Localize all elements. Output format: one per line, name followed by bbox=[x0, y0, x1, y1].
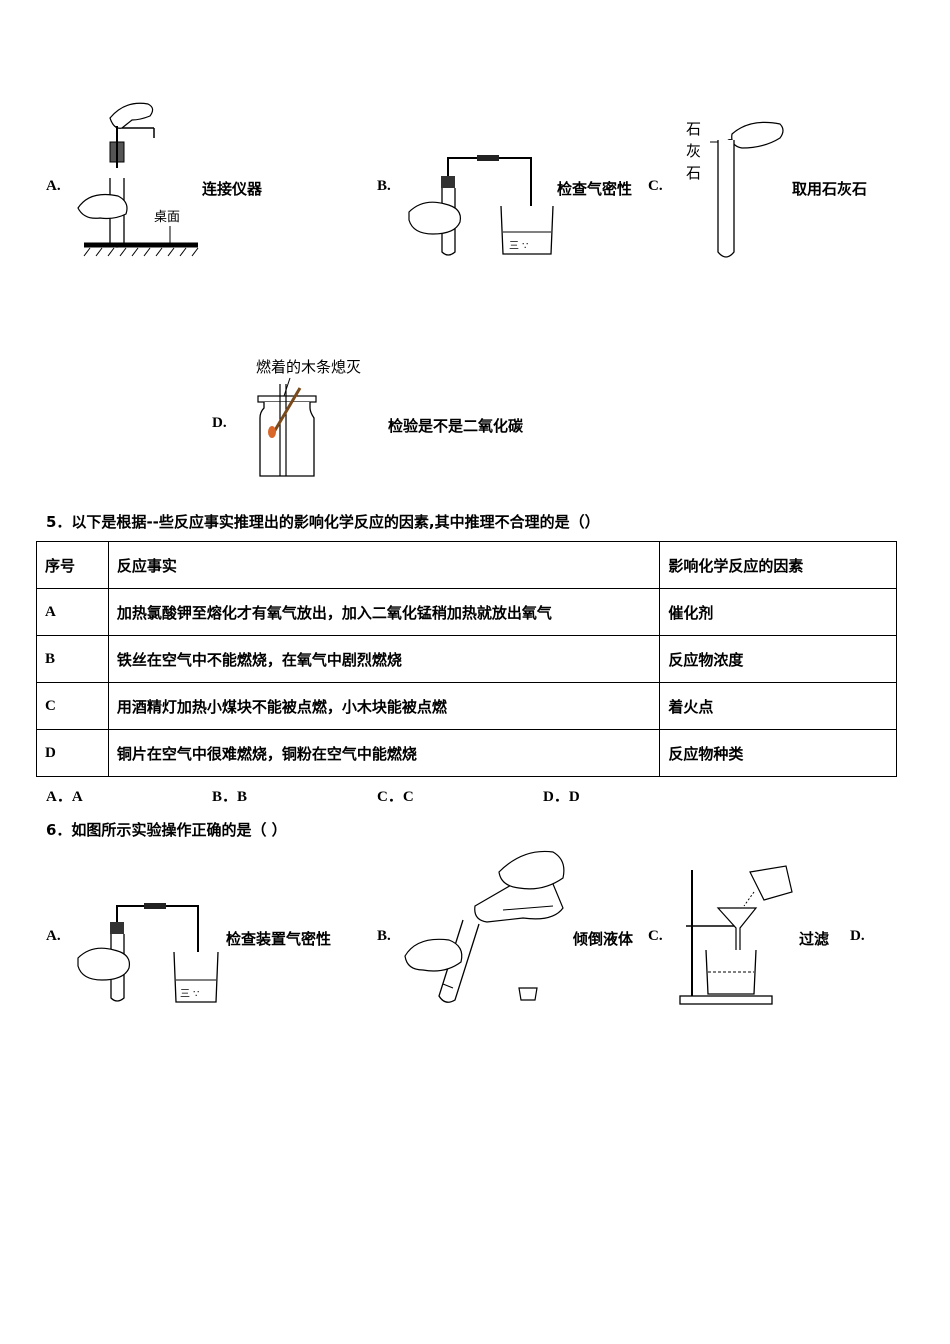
choice-c[interactable]: C．C bbox=[377, 789, 414, 805]
co2-test-figure: 燃着的木条熄灭 bbox=[256, 358, 361, 477]
table-row: C 用酒精灯加热小煤块不能被点燃，小木块能被点燃 着火点 bbox=[36, 682, 897, 730]
pour-liquid-figure bbox=[404, 850, 565, 1003]
take-limestone-figure: 石 灰 石 bbox=[686, 120, 784, 258]
option-caption: 检查装置气密性 bbox=[226, 930, 332, 948]
limestone-char: 石 bbox=[686, 164, 701, 182]
choice-d[interactable]: D．D bbox=[543, 789, 580, 805]
choice-a[interactable]: A．A bbox=[46, 789, 83, 805]
table-row: D 铜片在空气中很难燃烧，铜粉在空气中能燃烧 反应物种类 bbox=[36, 729, 897, 777]
row-id: D bbox=[36, 729, 109, 777]
option-letter: D. bbox=[212, 415, 227, 431]
q5-table: 序号 反应事实 影响化学反应的因素 A 加热氯酸钾至熔化才有氧气放出，加入二氧化… bbox=[36, 541, 897, 777]
option-caption: 检查气密性 bbox=[557, 180, 633, 198]
airtightness-check-figure: 三 ∵ bbox=[77, 903, 219, 1003]
option-letter: A. bbox=[46, 178, 61, 194]
row-fact: 用酒精灯加热小煤块不能被点燃，小木块能被点燃 bbox=[107, 682, 661, 730]
filtration-figure bbox=[679, 865, 793, 1005]
choice-b[interactable]: B．B bbox=[212, 789, 248, 805]
header-cell: 序号 bbox=[36, 541, 109, 589]
flame-out-label: 燃着的木条熄灭 bbox=[256, 358, 361, 376]
svg-text:三 ∵: 三 ∵ bbox=[509, 241, 529, 252]
row-fact: 加热氯酸钾至熔化才有氧气放出，加入二氧化锰稍加热就放出氧气 bbox=[107, 588, 661, 636]
airtightness-check-figure: 三 ∵ bbox=[408, 155, 554, 256]
option-letter: C. bbox=[648, 178, 663, 194]
row-id: A bbox=[36, 588, 109, 636]
option-letter: B. bbox=[377, 178, 391, 194]
q6-question: 6．如图所示实验操作正确的是（ ） bbox=[46, 821, 287, 839]
row-fact: 铁丝在空气中不能燃烧，在氧气中剧烈燃烧 bbox=[107, 635, 661, 683]
limestone-char: 灰 bbox=[686, 142, 701, 160]
connect-instrument-figure: 桌面 bbox=[77, 102, 199, 257]
row-id: C bbox=[36, 682, 109, 730]
option-letter: D. bbox=[850, 928, 865, 944]
row-factor: 催化剂 bbox=[659, 588, 897, 636]
option-caption: 检验是不是二氧化碳 bbox=[388, 417, 524, 435]
table-row: B 铁丝在空气中不能燃烧，在氧气中剧烈燃烧 反应物浓度 bbox=[36, 635, 897, 683]
option-caption: 过滤 bbox=[799, 930, 830, 948]
table-row: A 加热氯酸钾至熔化才有氧气放出，加入二氧化锰稍加热就放出氧气 催化剂 bbox=[36, 588, 897, 636]
table-label: 桌面 bbox=[154, 210, 180, 225]
option-letter: B. bbox=[377, 928, 391, 944]
header-cell: 影响化学反应的因素 bbox=[659, 541, 897, 589]
row-fact: 铜片在空气中很难燃烧，铜粉在空气中能燃烧 bbox=[107, 729, 661, 777]
row-id: B bbox=[36, 635, 109, 683]
header-cell: 反应事实 bbox=[107, 541, 661, 589]
option-caption: 取用石灰石 bbox=[792, 180, 868, 198]
option-caption: 连接仪器 bbox=[202, 180, 263, 198]
option-caption: 倾倒液体 bbox=[573, 930, 634, 948]
option-letter: A. bbox=[46, 928, 61, 944]
q5-question: 5．以下是根据--些反应事实推理出的影响化学反应的因素,其中推理不合理的是（） bbox=[46, 513, 600, 531]
row-factor: 着火点 bbox=[659, 682, 897, 730]
table-header-row: 序号 反应事实 影响化学反应的因素 bbox=[36, 541, 897, 589]
row-factor: 反应物浓度 bbox=[659, 635, 897, 683]
option-letter: C. bbox=[648, 928, 663, 944]
svg-text:三 ∵: 三 ∵ bbox=[180, 989, 200, 1000]
row-factor: 反应物种类 bbox=[659, 729, 897, 777]
limestone-char: 石 bbox=[686, 120, 701, 138]
q5-choices: A．A B．B C．C D．D bbox=[46, 785, 666, 805]
